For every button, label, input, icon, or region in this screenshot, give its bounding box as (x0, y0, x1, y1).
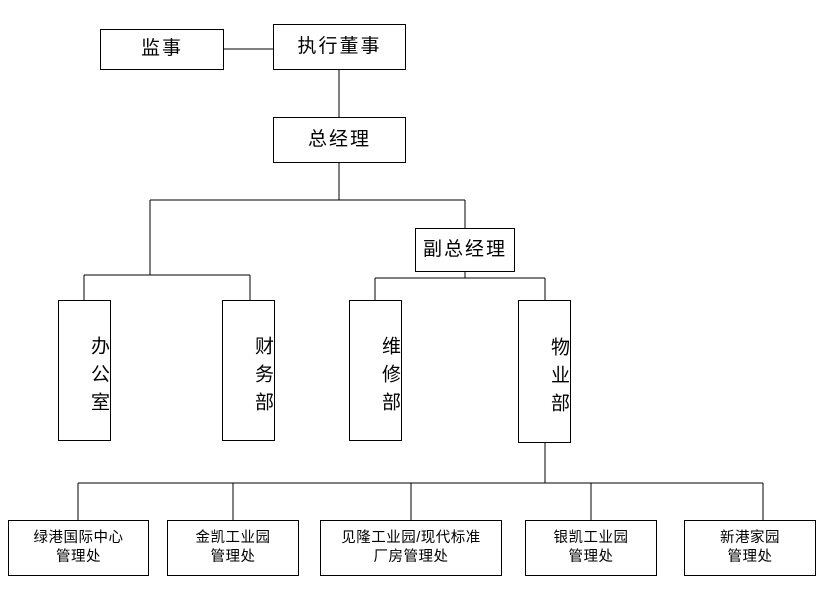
node-management-office[interactable]: 见隆工业园/现代标准 厂房管理处 (320, 520, 502, 576)
node-deputy-general-manager[interactable]: 副总经理 (415, 228, 515, 272)
node-executive-director[interactable]: 执行董事 (273, 24, 406, 70)
node-management-office[interactable]: 绿港国际中心 管理处 (8, 520, 149, 576)
node-supervisor-label: 监事 (140, 38, 183, 60)
node-general-manager[interactable]: 总经理 (273, 117, 406, 163)
node-management-office[interactable]: 新港家园 管理处 (684, 520, 816, 576)
node-executive-director-label: 执行董事 (297, 35, 382, 57)
node-supervisor[interactable]: 监事 (100, 29, 224, 70)
node-office[interactable]: 办公室 (58, 300, 111, 441)
node-property-dept[interactable]: 物业部 (518, 300, 571, 443)
node-office-label: 办公室 (88, 335, 109, 420)
node-management-office-label: 绿港国际中心 管理处 (33, 530, 124, 565)
node-management-office-label: 银凯工业园 管理处 (553, 530, 629, 565)
node-finance-dept-label: 财务部 (252, 335, 273, 420)
node-management-office-label: 金凯工业园 管理处 (195, 530, 271, 565)
node-maintenance-dept[interactable]: 维修部 (349, 300, 402, 441)
node-deputy-general-manager-label: 副总经理 (422, 238, 507, 260)
node-management-office-label: 见隆工业园/现代标准 厂房管理处 (341, 530, 481, 565)
node-management-office[interactable]: 银凯工业园 管理处 (525, 520, 657, 576)
node-finance-dept[interactable]: 财务部 (222, 300, 275, 441)
node-general-manager-label: 总经理 (307, 128, 371, 150)
node-management-office-label: 新港家园 管理处 (720, 530, 780, 565)
node-property-dept-label: 物业部 (548, 336, 569, 421)
node-management-office[interactable]: 金凯工业园 管理处 (167, 520, 299, 576)
node-maintenance-dept-label: 维修部 (379, 335, 400, 420)
